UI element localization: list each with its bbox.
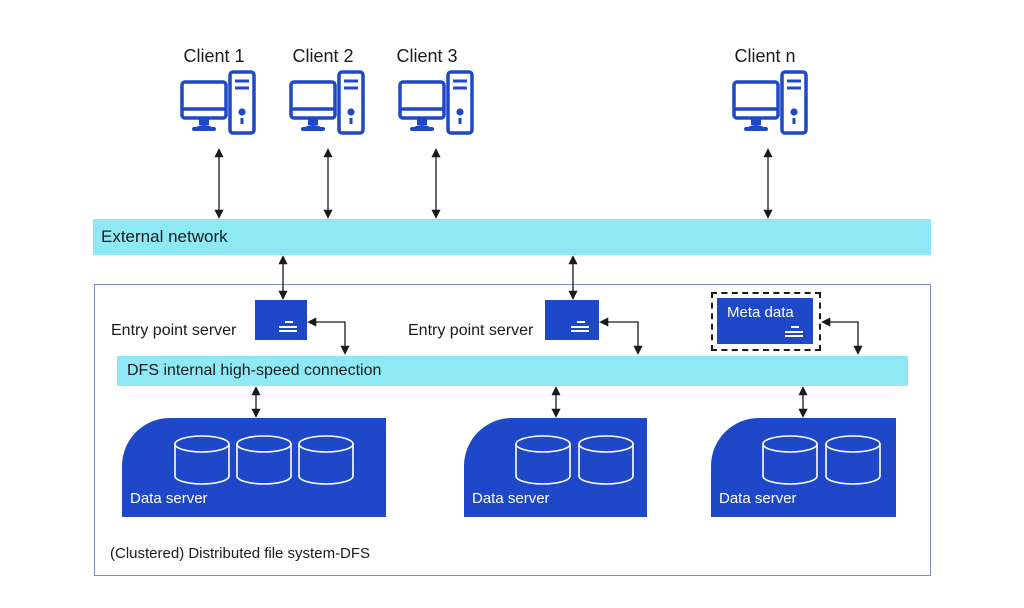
data-server-3-disk-1-icon — [762, 435, 818, 485]
data-server-1-disk-1-icon — [174, 435, 230, 485]
entry-server-2-label: Entry point server — [408, 322, 534, 339]
meta-data-outline — [711, 292, 821, 351]
data-server-2-disk-2-icon — [578, 435, 634, 485]
meta-internal-arrow — [821, 317, 863, 355]
data-server-1-disk-3-icon — [298, 435, 354, 485]
external-network-label: External network — [101, 227, 228, 246]
entry-server-1-label: Entry point server — [111, 322, 237, 339]
data-server-3-label: Data server — [719, 490, 797, 507]
client-n-label: Client n — [734, 46, 796, 66]
client-3-label: Client 3 — [396, 46, 458, 66]
client-n-computer-icon — [732, 70, 808, 135]
data-server-3-disk-2-icon — [825, 435, 881, 485]
client-1-computer-icon — [180, 70, 256, 135]
internal-connection-band: DFS internal high-speed connection — [117, 356, 908, 386]
entry-1-internal-arrow — [307, 317, 350, 355]
internal-connection-label: DFS internal high-speed connection — [127, 362, 382, 379]
client-2-label: Client 2 — [292, 46, 354, 66]
data-server-2-disk-1-icon — [515, 435, 571, 485]
entry-server-2-icon — [545, 300, 599, 340]
data-server-2: Data server — [464, 418, 647, 517]
client-1-label: Client 1 — [183, 46, 245, 66]
entry-server-1-icon — [255, 300, 307, 340]
meta-data-server: Meta data — [717, 298, 813, 344]
dfs-caption: (Clustered) Distributed file system-DFS — [110, 545, 371, 562]
dfs-cluster-frame — [94, 284, 931, 576]
data-server-1-disk-2-icon — [236, 435, 292, 485]
meta-data-label: Meta data — [727, 304, 794, 321]
data-server-1-label: Data server — [130, 490, 208, 507]
data-server-2-label: Data server — [472, 490, 550, 507]
entry-2-internal-arrow — [599, 317, 643, 355]
data-server-1: Data server — [122, 418, 386, 517]
external-network-band: External network — [93, 219, 931, 255]
data-server-3: Data server — [711, 418, 896, 517]
client-2-computer-icon — [289, 70, 365, 135]
client-3-computer-icon — [398, 70, 474, 135]
